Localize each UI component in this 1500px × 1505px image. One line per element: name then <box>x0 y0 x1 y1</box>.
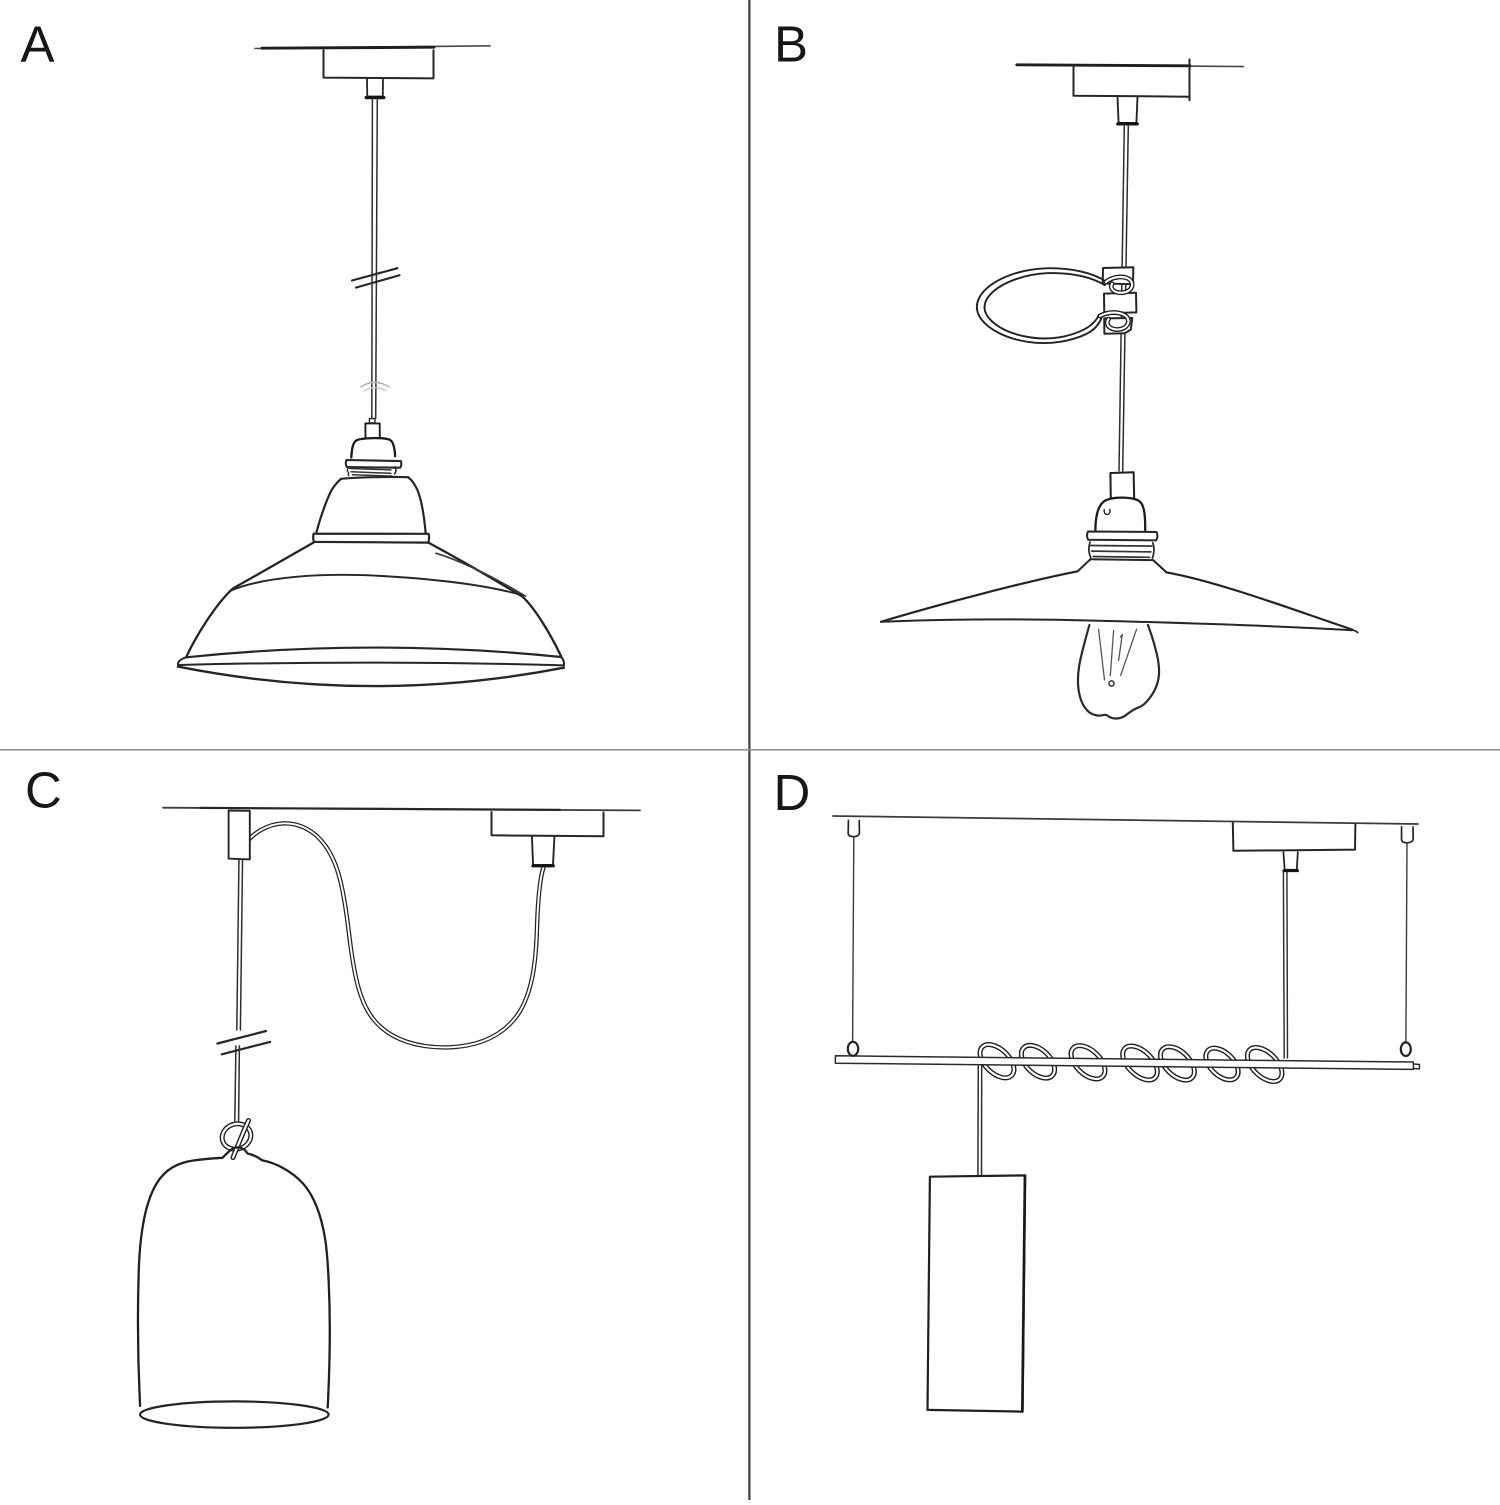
svg-text:C: C <box>25 762 62 819</box>
svg-text:D: D <box>774 764 811 821</box>
svg-text:A: A <box>21 16 55 73</box>
svg-text:B: B <box>774 16 808 73</box>
